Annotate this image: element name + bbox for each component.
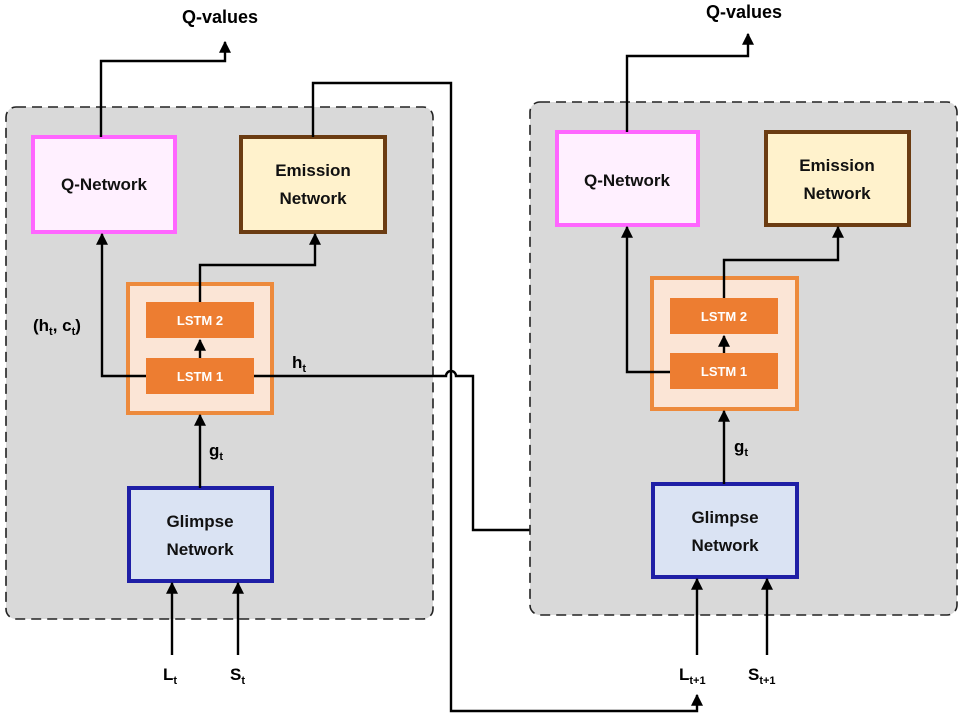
- left-panel: Q-Network Emission Network LSTM 2 LSTM 1…: [5, 7, 703, 713]
- left-q-values-arrow: [99, 40, 231, 137]
- right-emission-label-line2: Network: [803, 184, 871, 203]
- left-lstm2-cell: [146, 302, 254, 338]
- left-glimpse-label-line2: Network: [166, 540, 234, 559]
- right-q-network-label: Q-Network: [584, 171, 671, 190]
- right-lstm1-to-qnetwork-arrow: [621, 225, 670, 374]
- left-glimpse-label-line1: Glimpse: [166, 512, 233, 531]
- left-emission-label-line1: Emission: [275, 161, 351, 180]
- left-ht-to-right-glimpse-arrow: [254, 369, 653, 536]
- right-lstm2-cell: [670, 298, 778, 334]
- left-q-network-box: [31, 135, 177, 234]
- left-lstm1-label: LSTM 1: [177, 369, 223, 384]
- left-lstm2-to-emission-arrow: [198, 232, 321, 302]
- left-ht-label: ht: [292, 353, 306, 375]
- left-emission-network-box: [239, 135, 387, 234]
- left-lstm1-cell: [146, 358, 254, 394]
- right-lstm1-cell: [670, 353, 778, 389]
- left-gt-label: gt: [209, 441, 223, 463]
- left-emission-to-right-input-arrow: [311, 81, 703, 713]
- right-st1-input-label: St+1: [748, 665, 776, 687]
- right-lstm2-to-emission-arrow: [722, 225, 844, 298]
- left-lstm1-to-qnetwork-arrow: [96, 232, 146, 378]
- left-q-values-label: Q-values: [182, 7, 258, 27]
- right-emission-network-box: [764, 130, 911, 227]
- right-glimpse-network-box: [651, 482, 799, 579]
- right-q-values-arrow: [625, 32, 754, 132]
- right-gt-label: gt: [734, 437, 748, 459]
- right-lstm2-label: LSTM 2: [701, 309, 747, 324]
- left-hidden-cell-state-label: (ht, ct): [33, 316, 81, 338]
- right-q-values-label: Q-values: [706, 2, 782, 22]
- left-emission-label-line2: Network: [279, 189, 347, 208]
- right-panel: Q-Network Emission Network LSTM 2 LSTM 1…: [529, 2, 958, 687]
- right-emission-label-line1: Emission: [799, 156, 875, 175]
- left-glimpse-network-box: [127, 486, 274, 583]
- left-lstm2-label: LSTM 2: [177, 313, 223, 328]
- right-glimpse-label-line1: Glimpse: [691, 508, 758, 527]
- right-lt1-input-label: Lt+1: [679, 665, 706, 687]
- right-lstm1-label: LSTM 1: [701, 364, 747, 379]
- right-glimpse-label-line2: Network: [691, 536, 759, 555]
- left-q-network-label: Q-Network: [61, 175, 148, 194]
- left-st-input-label: St: [230, 665, 245, 687]
- left-lt-input-label: Lt: [163, 665, 177, 687]
